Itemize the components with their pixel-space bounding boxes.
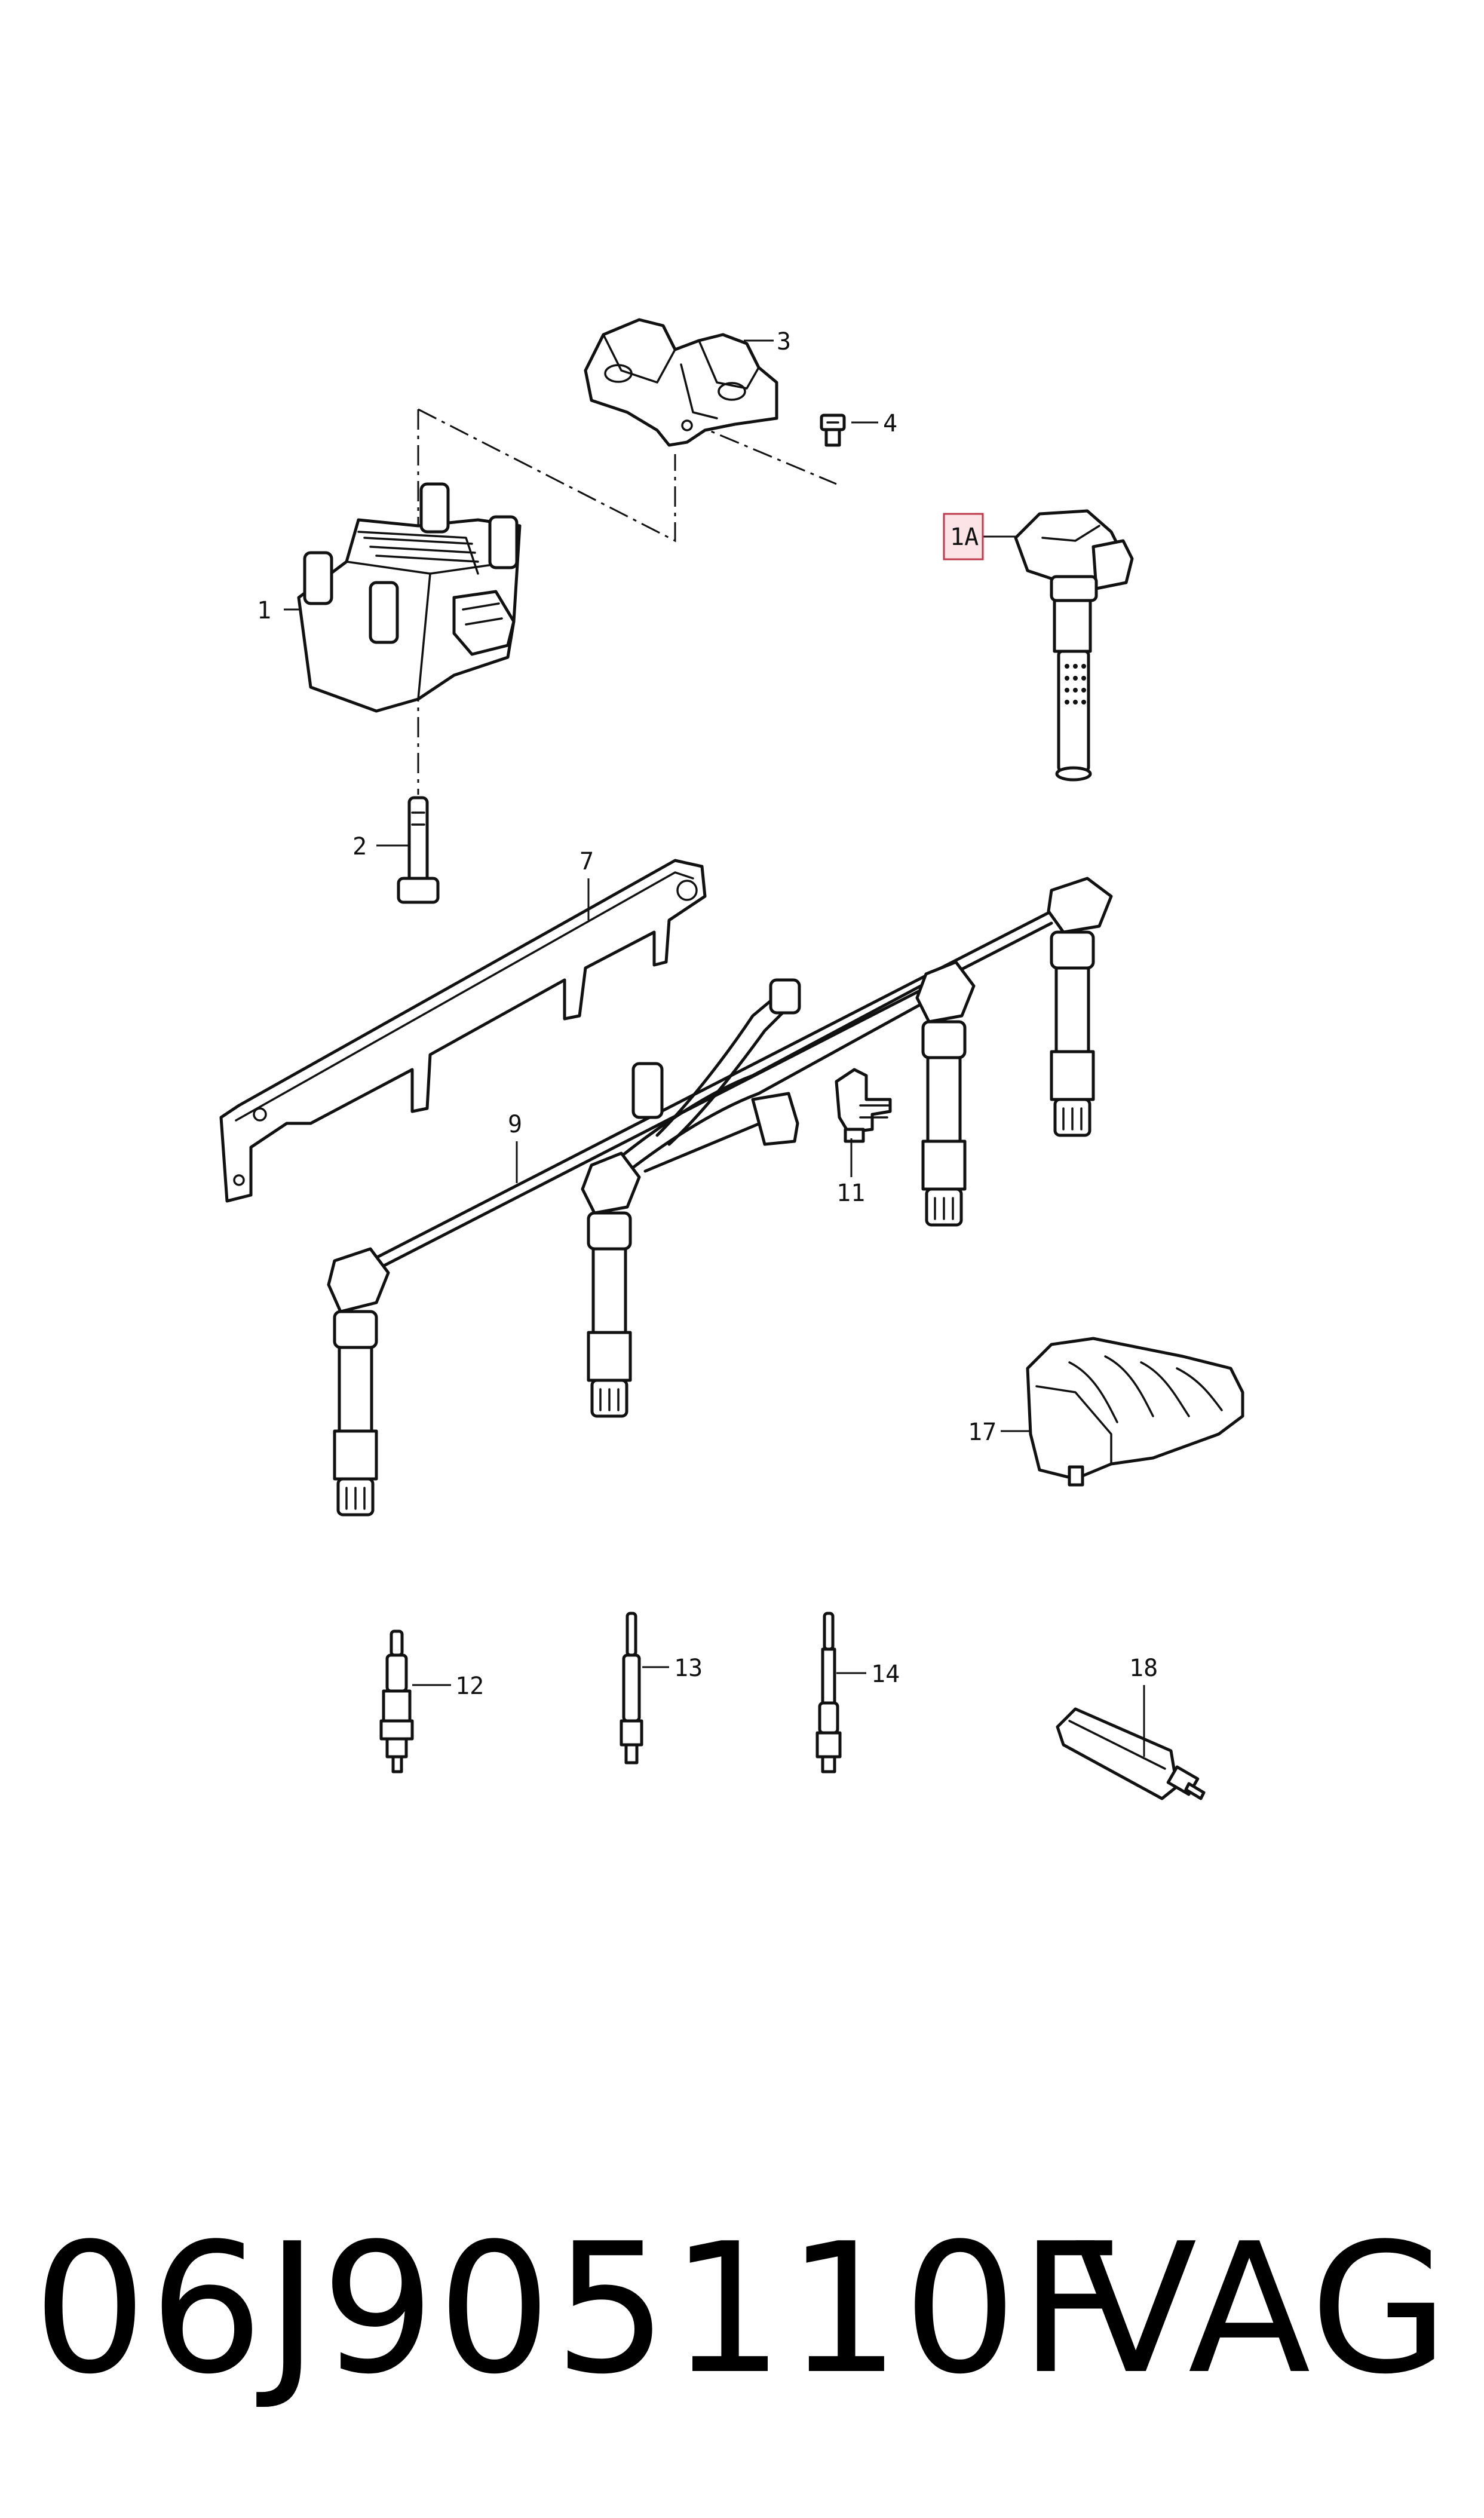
part-13-glow-plug [620, 1612, 643, 1765]
callout-17: 17 [968, 1419, 997, 1446]
part-18-grease-tube [1056, 1707, 1206, 1800]
spark-plug-boot-2 [581, 1151, 641, 1418]
callout-18: 18 [1129, 1655, 1158, 1682]
spark-plug-boot-3 [915, 960, 976, 1227]
callout-14: 14 [871, 1661, 900, 1688]
part-1a-pencil-coil [1014, 509, 1134, 782]
part-9-ignition-cable-set [327, 877, 1113, 1517]
part-1-ignition-coil [297, 482, 522, 713]
part-number: 06J905110F [33, 2205, 1125, 2413]
spark-plug-boot-4 [1047, 877, 1113, 1137]
callout-9: 9 [508, 1111, 522, 1138]
part-7-cable-guide [219, 859, 707, 1203]
part-3-bracket [584, 318, 778, 447]
exploded-view-drawing: 1 2 3 4 1A 7 9 11 12 13 14 17 18 [219, 318, 1244, 1800]
callout-11: 11 [836, 1180, 865, 1207]
part-4-screw [820, 413, 846, 447]
callout-leaders [284, 339, 1145, 1757]
callout-labels: 1 2 3 4 1A 7 9 11 12 13 14 17 18 [257, 328, 1158, 1700]
brand-name: VAG [1074, 2205, 1451, 2413]
callout-1: 1 [257, 597, 271, 624]
callout-7: 7 [580, 848, 594, 875]
part-14-glow-plug [815, 1612, 842, 1773]
callout-1a-highlight [943, 513, 984, 560]
spark-plug-boot-1 [327, 1247, 390, 1517]
part-11-cable-holder [835, 1068, 892, 1143]
coil-connectors [631, 978, 801, 1146]
part-17-cover [1026, 1337, 1244, 1487]
callout-3: 3 [777, 328, 791, 356]
callout-2: 2 [352, 833, 367, 860]
part-2-bolt [397, 796, 440, 904]
callout-1a: 1A [950, 523, 979, 551]
callout-12: 12 [455, 1672, 484, 1700]
callout-4: 4 [883, 410, 897, 437]
part-12-spark-plug [379, 1629, 414, 1773]
callout-13: 13 [674, 1655, 703, 1682]
